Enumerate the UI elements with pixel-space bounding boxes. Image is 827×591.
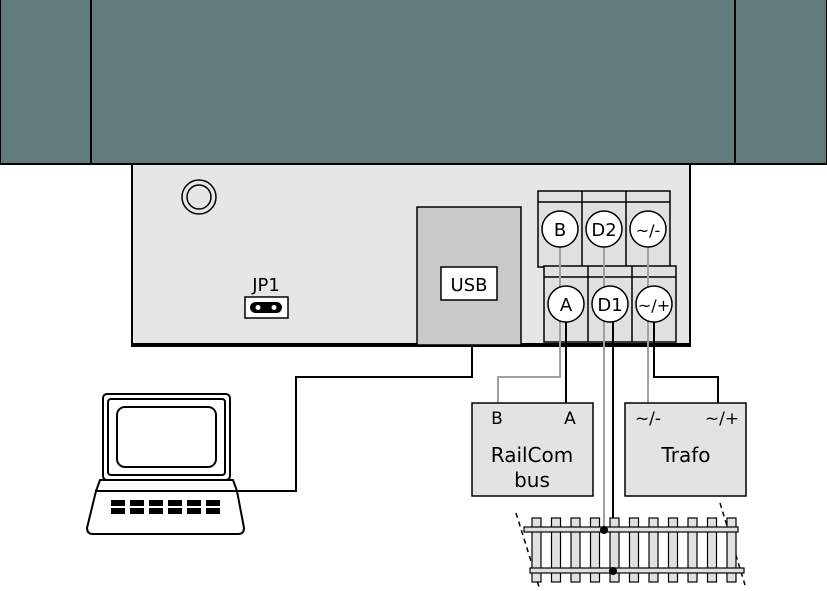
track-sleeper xyxy=(570,517,581,583)
svg-text:B: B xyxy=(554,220,566,241)
track-sleeper xyxy=(628,517,640,583)
terminal-ac-plus: ~/+ xyxy=(635,285,673,323)
jumper-label: JP1 xyxy=(251,275,280,296)
trafo-box: ~/- ~/+ Trafo xyxy=(624,402,747,497)
track-sleeper xyxy=(726,517,737,583)
jumper-jp1: JP1 xyxy=(244,275,289,319)
track-sleeper xyxy=(667,517,679,583)
track-sleeper xyxy=(550,517,562,583)
railcom-title-line1: RailCom xyxy=(491,443,574,467)
terminal-d1: D1 xyxy=(591,285,629,323)
wire-trafo-plus xyxy=(653,322,719,403)
terminal-circles: B D2 ~/- A D1 ~/+ xyxy=(541,210,673,323)
usb-cable xyxy=(237,345,473,492)
railcom-pin-b-label: B xyxy=(491,409,503,429)
terminal-ac-minus: ~/- xyxy=(629,210,667,248)
trafo-title: Trafo xyxy=(660,443,710,467)
track-sleeper xyxy=(687,517,698,583)
svg-text:D2: D2 xyxy=(591,220,616,241)
svg-text:~/-: ~/- xyxy=(636,221,661,240)
track-sleeper xyxy=(531,517,542,583)
usb-port: USB xyxy=(416,206,522,346)
track-sleeper xyxy=(648,517,659,583)
svg-text:D1: D1 xyxy=(597,295,622,316)
svg-text:~/+: ~/+ xyxy=(638,296,670,315)
track-sleeper xyxy=(609,517,620,583)
rail-connection-d2 xyxy=(600,526,608,534)
track-sleeper xyxy=(706,517,718,583)
trafo-pin-plus-label: ~/+ xyxy=(705,409,739,429)
railcom-bus-box: B A RailCom bus xyxy=(471,402,594,497)
terminal-a: A xyxy=(547,285,585,323)
svg-text:A: A xyxy=(560,295,573,316)
track-sleeper xyxy=(589,517,601,583)
railcom-title-line2: bus xyxy=(514,468,550,492)
rail-connection-d1 xyxy=(609,567,617,575)
terminal-b: B xyxy=(541,210,579,248)
rail-track xyxy=(515,502,746,591)
railcom-pin-a-label: A xyxy=(564,409,576,429)
mounting-screw-icon xyxy=(181,179,217,215)
housing xyxy=(0,0,827,165)
computer-icon xyxy=(85,393,246,535)
usb-label: USB xyxy=(451,275,488,296)
trafo-pin-minus-label: ~/- xyxy=(635,409,661,429)
terminal-d2: D2 xyxy=(585,210,623,248)
